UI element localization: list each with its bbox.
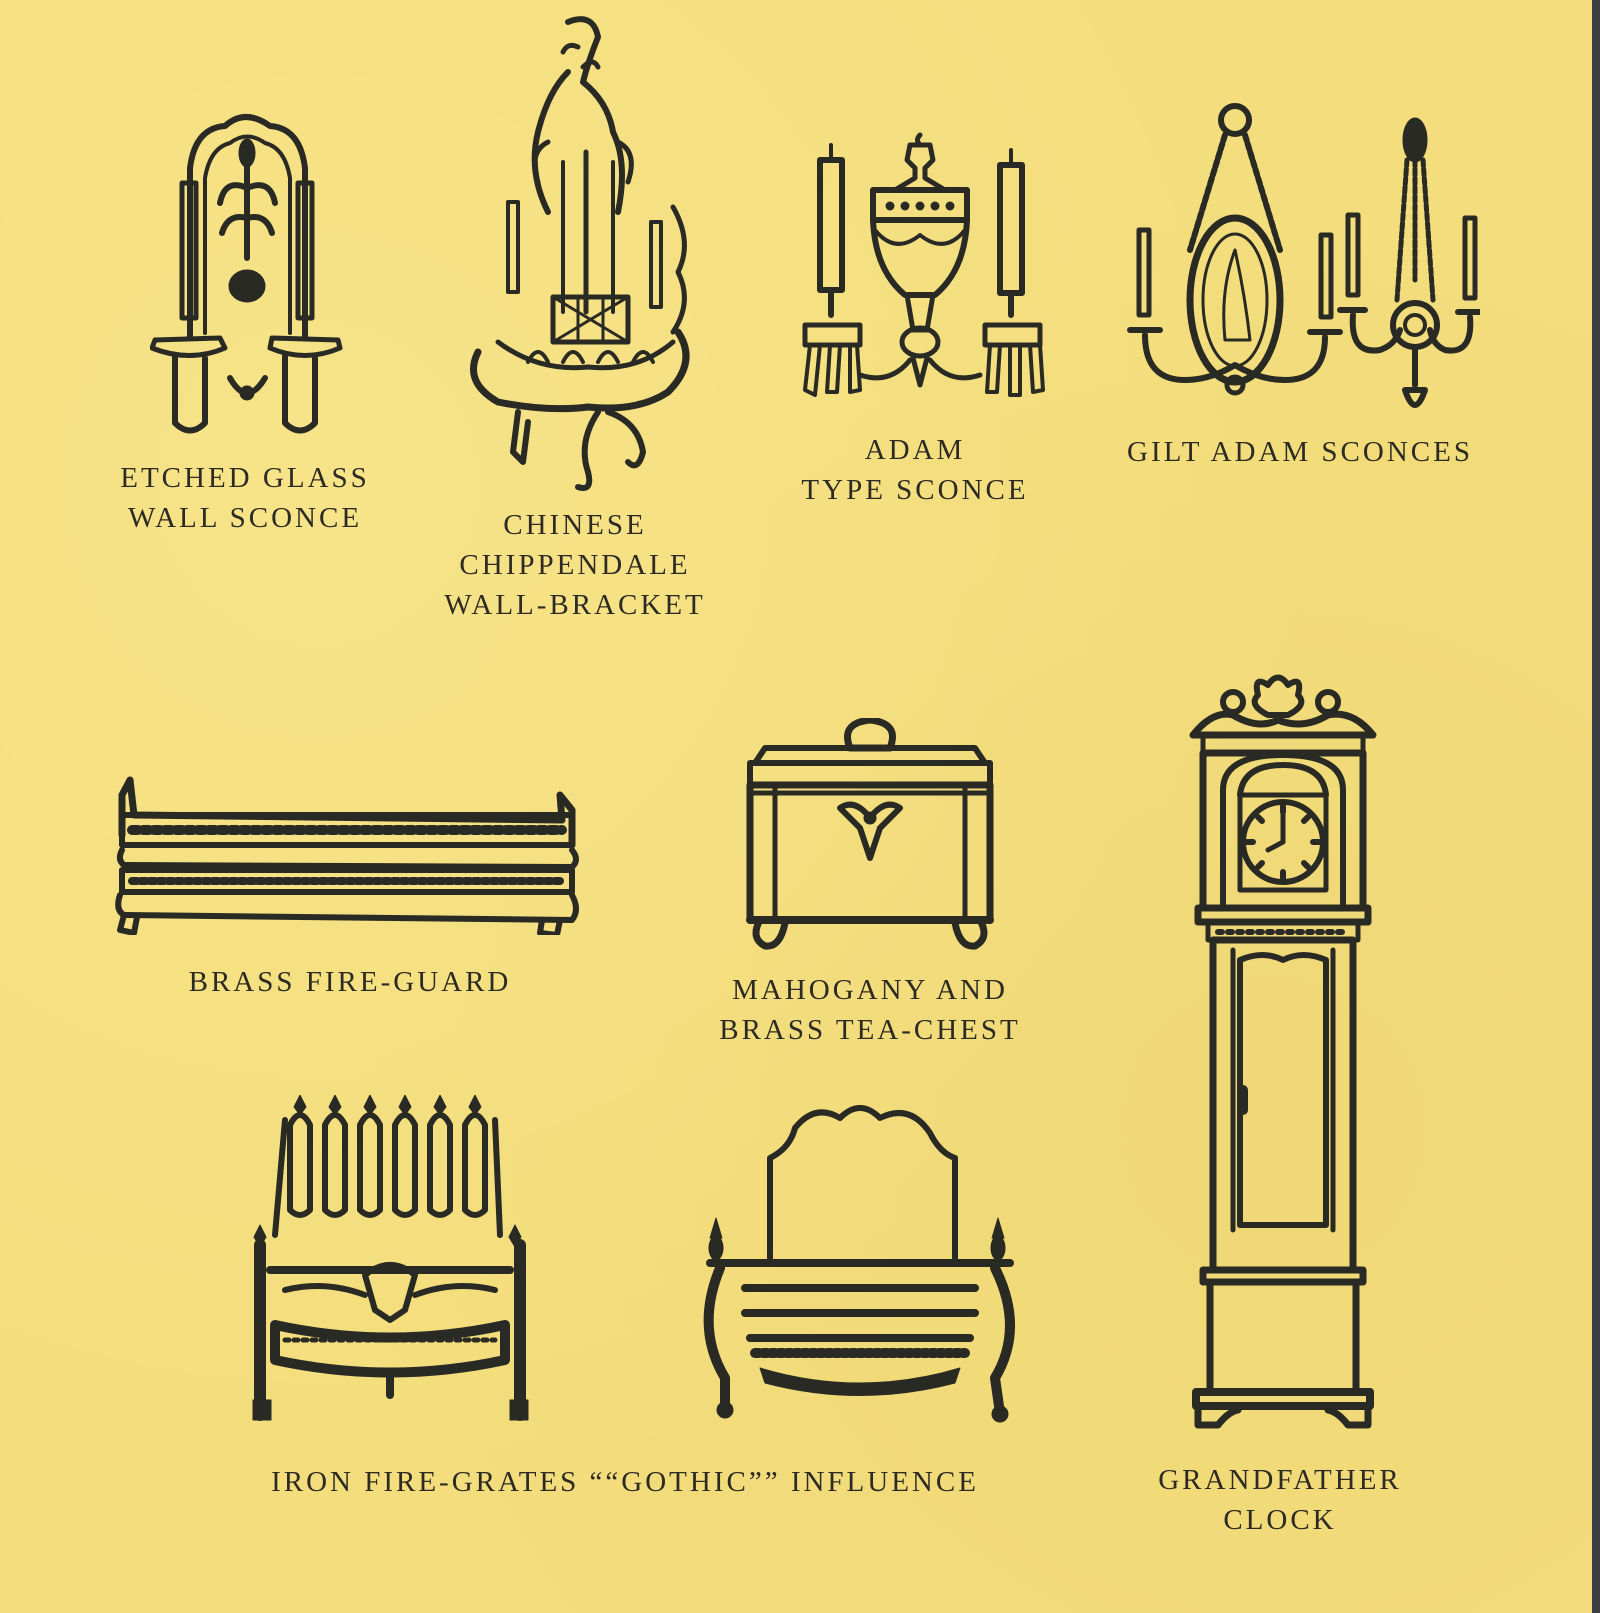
caption-line: GILT ADAM SCONCES — [1127, 436, 1473, 468]
caption-line: WALL-BRACKET — [444, 589, 706, 621]
caption-line: ETCHED GLASS — [120, 462, 370, 494]
caption-grandfather-clock: GRANDFATHER CLOCK — [1120, 1460, 1440, 1540]
caption-etched-glass-wall-sconce: ETCHED GLASS WALL SCONCE — [95, 458, 395, 538]
tea-chest-icon — [740, 718, 1000, 950]
caption-chinese-chippendale-wall-bracket: CHINESE CHIPPENDALE WALL-BRACKET — [420, 505, 730, 625]
gilt-sconces-icon — [1125, 100, 1480, 430]
caption-line: MAHOGANY AND — [732, 974, 1008, 1006]
caption-iron-fire-grates: IRON FIRE-GRATES ““GOTHIC”” INFLUENCE — [190, 1462, 1060, 1502]
page-edge-shadow — [1592, 0, 1600, 1613]
wall-bracket-icon — [468, 12, 708, 492]
caption-adam-type-sconce: ADAM TYPE SCONCE — [760, 430, 1070, 510]
caption-line: IRON FIRE-GRATES ““GOTHIC”” INFLUENCE — [271, 1466, 979, 1498]
caption-line: ADAM — [864, 434, 966, 466]
wall-sconce-icon — [150, 108, 345, 448]
caption-line: CHINESE — [503, 509, 647, 541]
caption-mahogany-brass-tea-chest: MAHOGANY AND BRASS TEA-CHEST — [685, 970, 1055, 1050]
caption-line: BRASS TEA-CHEST — [719, 1014, 1021, 1046]
caption-line: BRASS FIRE-GUARD — [188, 966, 512, 998]
fire-grate-icon — [245, 1095, 535, 1425]
grandfather-clock-icon — [1188, 670, 1378, 1430]
caption-line: CLOCK — [1223, 1504, 1337, 1536]
caption-line: CHIPPENDALE — [459, 549, 691, 581]
fire-guard-icon — [112, 775, 587, 935]
caption-line: TYPE SCONCE — [801, 474, 1029, 506]
fire-grate-icon — [700, 1098, 1020, 1423]
urn-sconce-icon — [795, 130, 1050, 405]
caption-gilt-adam-sconces: GILT ADAM SCONCES — [1095, 432, 1505, 472]
caption-brass-fire-guard: BRASS FIRE-GUARD — [140, 962, 560, 1002]
caption-line: WALL SCONCE — [127, 502, 363, 534]
caption-line: GRANDFATHER — [1158, 1464, 1402, 1496]
